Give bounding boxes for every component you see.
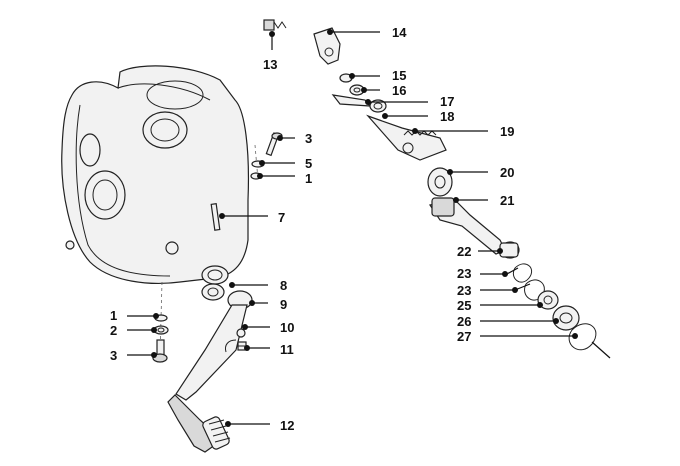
callout-14: 14 bbox=[327, 25, 407, 40]
callout-5: 5 bbox=[259, 156, 312, 171]
callout-12: 12 bbox=[225, 418, 294, 433]
callout-3-upper: 3 bbox=[277, 131, 312, 146]
spring-27 bbox=[568, 323, 611, 359]
pin-7 bbox=[210, 203, 221, 231]
callout-15: 15 bbox=[349, 68, 406, 83]
pawl-14 bbox=[313, 27, 341, 65]
callout-label: 16 bbox=[392, 83, 406, 98]
callout-22: 22 bbox=[457, 244, 503, 259]
callout-23a: 23 bbox=[457, 266, 508, 281]
callout-label: 3 bbox=[110, 348, 117, 363]
callout-label: 11 bbox=[280, 342, 294, 357]
callout-21: 21 bbox=[453, 193, 514, 208]
callout-7: 7 bbox=[219, 210, 285, 225]
callout-label: 23 bbox=[457, 283, 471, 298]
callout-label: 17 bbox=[440, 94, 454, 109]
callout-9: 9 bbox=[249, 297, 287, 312]
callout-23b: 23 bbox=[457, 283, 518, 298]
callout-label: 8 bbox=[280, 278, 287, 293]
crankcase-housing bbox=[61, 65, 250, 285]
callout-label: 12 bbox=[280, 418, 294, 433]
gear-20 bbox=[427, 167, 453, 197]
bolt-3-lower bbox=[152, 339, 168, 363]
callout-1-upper: 1 bbox=[257, 171, 312, 186]
callout-8: 8 bbox=[229, 278, 287, 293]
callout-label: 1 bbox=[305, 171, 312, 186]
callout-10: 10 bbox=[242, 320, 294, 335]
callout-27: 27 bbox=[457, 329, 578, 344]
callout-16: 16 bbox=[361, 83, 406, 98]
callout-label: 9 bbox=[280, 297, 287, 312]
shaft-21 bbox=[429, 197, 506, 255]
pedal-rubber-12 bbox=[167, 394, 231, 453]
callout-11: 11 bbox=[244, 342, 294, 357]
callout-label: 14 bbox=[392, 25, 407, 40]
bushing-22 bbox=[499, 241, 520, 259]
callout-label: 26 bbox=[457, 314, 471, 329]
nut-10 bbox=[236, 328, 246, 338]
washer-26 bbox=[552, 305, 580, 331]
collar-18 bbox=[369, 99, 387, 113]
callout-label: 18 bbox=[440, 109, 454, 124]
seal-8 bbox=[201, 283, 225, 301]
callout-label: 3 bbox=[305, 131, 312, 146]
callout-17: 17 bbox=[365, 94, 454, 109]
callout-25: 25 bbox=[457, 298, 543, 313]
washer-25 bbox=[537, 290, 559, 310]
callout-19: 19 bbox=[412, 124, 514, 139]
callout-label: 15 bbox=[392, 68, 406, 83]
callout-2: 2 bbox=[110, 323, 157, 338]
callout-label: 7 bbox=[278, 210, 285, 225]
callout-label: 21 bbox=[500, 193, 514, 208]
callout-label: 25 bbox=[457, 298, 471, 313]
callout-label: 27 bbox=[457, 329, 471, 344]
callout-13: 13 bbox=[263, 31, 277, 72]
clip-17 bbox=[331, 94, 372, 107]
callout-label: 20 bbox=[500, 165, 514, 180]
callout-label: 22 bbox=[457, 244, 471, 259]
kick-lever-9 bbox=[175, 290, 253, 401]
callout-label: 10 bbox=[280, 320, 294, 335]
callout-3-lower: 3 bbox=[110, 348, 157, 363]
callout-18: 18 bbox=[382, 109, 454, 124]
sector-gear-19 bbox=[366, 114, 447, 161]
callout-label: 13 bbox=[263, 57, 277, 72]
callout-26: 26 bbox=[457, 314, 559, 329]
callout-label: 19 bbox=[500, 124, 514, 139]
callout-label: 1 bbox=[110, 308, 117, 323]
callout-label: 5 bbox=[305, 156, 312, 171]
callout-label: 23 bbox=[457, 266, 471, 281]
callout-label: 2 bbox=[110, 323, 117, 338]
callout-20: 20 bbox=[447, 165, 514, 180]
spring-23a bbox=[504, 263, 533, 283]
spring-13 bbox=[263, 19, 287, 31]
callout-1-lower: 1 bbox=[110, 308, 159, 323]
